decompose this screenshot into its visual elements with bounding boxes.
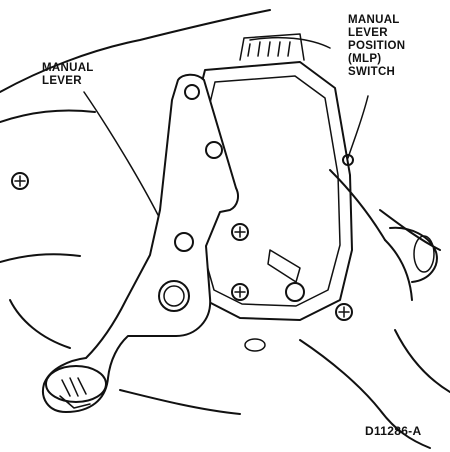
output-shaft xyxy=(389,226,438,283)
callout-mlp-line-1: MANUAL xyxy=(348,14,400,26)
leader-mlp-switch xyxy=(347,95,369,159)
callout-mlp-switch: MANUAL LEVER POSITION (MLP) SWITCH xyxy=(348,14,405,79)
callout-mlp-line-4: (MLP) xyxy=(348,53,382,65)
callout-mlp-line-5: SWITCH xyxy=(348,66,396,78)
callout-mlp-line-3: POSITION xyxy=(348,40,406,52)
leader-lines xyxy=(83,91,369,216)
callout-manual-lever-line-1: MANUAL xyxy=(42,62,94,74)
callout-mlp-line-2: LEVER xyxy=(348,27,388,39)
callout-manual-lever-line-2: LEVER xyxy=(42,75,82,87)
callout-manual-lever: MANUAL LEVER xyxy=(42,62,94,88)
figure-id: D11286-A xyxy=(365,424,422,438)
manual-lever-arm xyxy=(42,73,239,413)
transmission-case xyxy=(0,9,450,449)
leader-manual-lever xyxy=(83,91,159,216)
